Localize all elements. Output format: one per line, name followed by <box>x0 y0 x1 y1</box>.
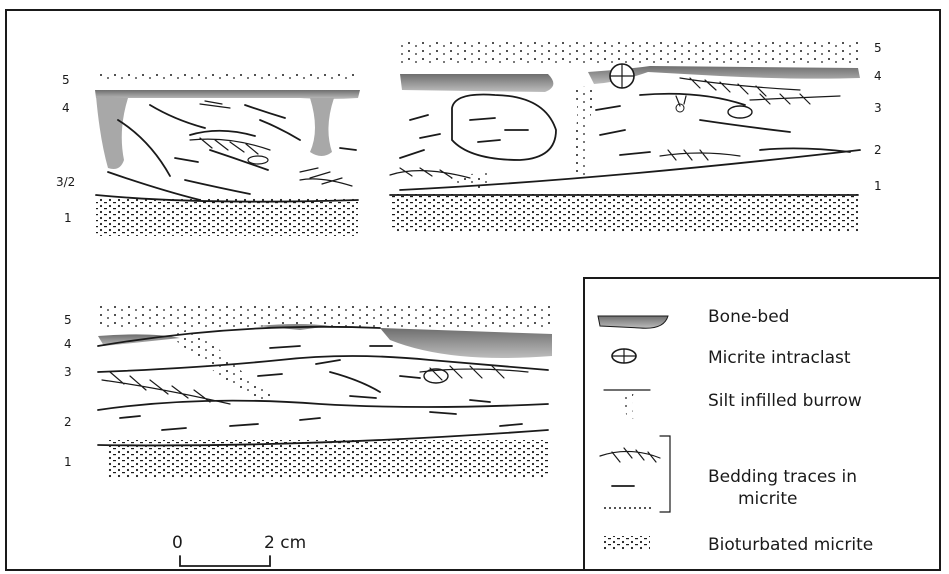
label-top-left-4: 4 <box>62 101 70 115</box>
legend-label-bone-bed: Bone-bed <box>708 307 789 327</box>
scale-start-label: 0 <box>172 533 183 553</box>
bedding-traces-bottom <box>98 346 548 445</box>
label-top-right-5: 5 <box>874 41 882 55</box>
label-top-right-3: 3 <box>874 101 882 115</box>
label-top-left-1: 1 <box>64 211 72 225</box>
label-bottom-4: 4 <box>64 337 72 351</box>
bioturbation-symbol <box>604 536 650 550</box>
legend-label-bedding: Bedding traces in <box>708 467 857 487</box>
legend-label-bedding-line2: micrite <box>738 489 797 509</box>
scale-end-label: 2 cm <box>264 533 306 553</box>
label-top-left-3-2: 3/2 <box>56 175 75 189</box>
legend-label-burrow: Silt infilled burrow <box>708 391 862 411</box>
intraclast-symbol <box>612 349 636 363</box>
label-bottom-2: 2 <box>64 415 72 429</box>
label-bottom-5: 5 <box>64 313 72 327</box>
legend-label-intraclast: Micrite intraclast <box>708 348 851 368</box>
layer-1-bioturbated <box>96 198 358 236</box>
layer-1-bioturbated-right <box>390 194 858 232</box>
legend: Bone-bed Micrite intraclast Silt infille… <box>584 278 940 570</box>
label-top-right-1: 1 <box>874 179 882 193</box>
label-top-right-4: 4 <box>874 69 882 83</box>
scale-bar: 0 2 cm <box>172 533 306 566</box>
layer-1-bioturbated-bottom <box>108 440 548 478</box>
bone-bed-layer <box>95 90 360 169</box>
label-bottom-1: 1 <box>64 455 72 469</box>
section-top-left <box>95 72 360 236</box>
bone-bed-symbol <box>598 316 668 328</box>
label-top-left-5: 5 <box>62 73 70 87</box>
section-bottom <box>98 306 552 478</box>
layer-5-silt <box>98 72 356 82</box>
label-bottom-3: 3 <box>64 365 72 379</box>
legend-label-bioturbation: Bioturbated micrite <box>708 535 873 555</box>
label-top-right-2: 2 <box>874 143 882 157</box>
bedding-traces-right <box>390 78 860 190</box>
section-top-right <box>390 40 860 232</box>
intraclast <box>610 64 634 88</box>
